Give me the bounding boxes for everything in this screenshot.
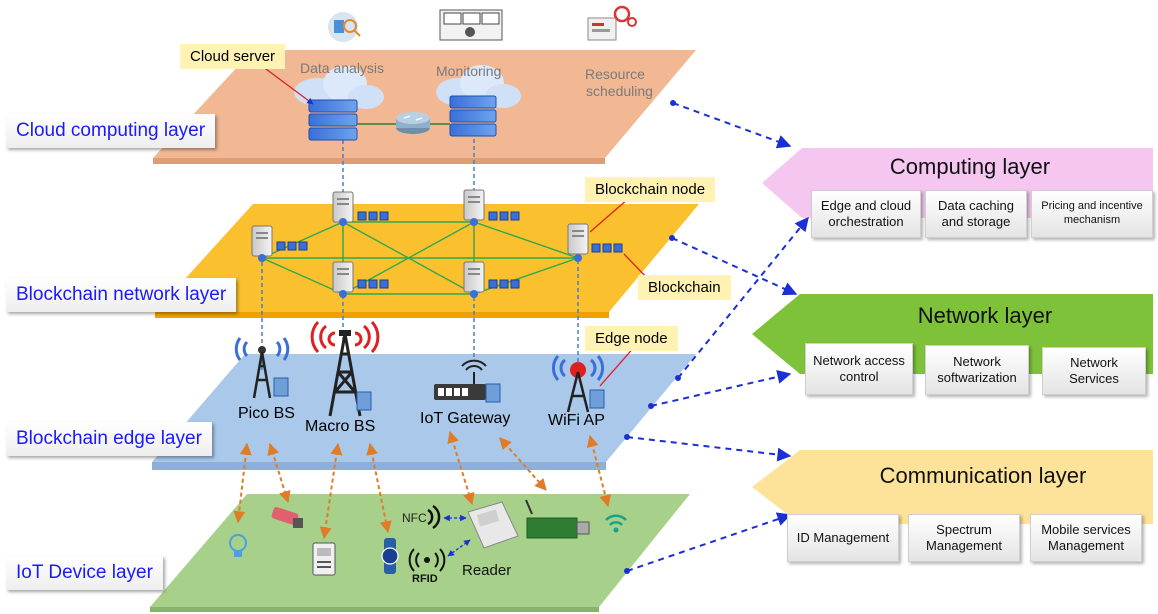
computing-item-caching: Data caching and storage	[925, 190, 1027, 238]
blockchain-node-3	[251, 225, 273, 262]
layer-mapping-links	[624, 100, 809, 574]
cloud-server-callout: Cloud server	[180, 44, 286, 69]
smart-meter-icon	[312, 542, 336, 576]
light-bulb-icon	[229, 534, 247, 557]
rfid-label: RFID	[412, 573, 438, 585]
resource-scheduling-label-line1: Resource	[585, 66, 645, 82]
iot-gateway-icon	[434, 359, 501, 403]
computing-item-orchestration: Edge and cloud orchestration	[811, 190, 921, 238]
vertical-connectors	[261, 118, 579, 370]
wifi-ap-icon	[551, 355, 605, 413]
resource-scheduling-label-line2: scheduling	[586, 83, 653, 99]
blockchain-callout: Blockchain	[638, 275, 731, 300]
edge-node-callout: Edge node	[585, 326, 678, 351]
rfid-icon: RFID	[408, 548, 446, 585]
router-icon	[396, 112, 430, 134]
blockchain-node-6	[463, 261, 485, 298]
nfc-icon: NFC	[402, 504, 441, 530]
iot-device-layer-label: IoT Device layer	[6, 556, 163, 590]
wireless-links	[233, 430, 612, 540]
blockchain-node-callout: Blockchain node	[585, 177, 716, 202]
network-item-softwarization: Network softwarization	[925, 345, 1029, 395]
wifi-signal-icon	[605, 514, 627, 533]
macro-bs-icon	[310, 320, 380, 417]
network-layer-title: Network layer	[917, 303, 1053, 328]
computing-item-pricing: Pricing and incentive mechanism	[1031, 190, 1153, 238]
monitoring-icon	[439, 9, 503, 41]
blockchain-blocks	[276, 211, 623, 289]
communication-item-id: ID Management	[787, 514, 899, 562]
edge-node-pointer	[599, 344, 637, 387]
pico-bs-label: Pico BS	[238, 405, 295, 422]
computing-layer-title: Computing layer	[889, 154, 1051, 179]
blockchain-node-2	[463, 189, 485, 226]
cloud-computing-layer-label: Cloud computing layer	[6, 114, 216, 148]
communication-layer-panel	[752, 450, 1153, 524]
cloud-computing-plane	[153, 50, 696, 164]
blockchain-node-pointer	[589, 198, 629, 233]
nfc-label: NFC	[402, 511, 427, 525]
network-item-services: Network Services	[1042, 347, 1146, 395]
blockchain-servers	[251, 189, 589, 298]
blockchain-node-5	[332, 261, 354, 298]
macro-bs-label: Macro BS	[305, 418, 376, 435]
communication-item-mobile: Mobile services Management	[1030, 514, 1142, 562]
blockchain-network-layer-label: Blockchain network layer	[6, 278, 237, 312]
iot-gateway-label: IoT Gateway	[420, 410, 511, 427]
cloud-server-right	[436, 65, 521, 137]
reader-icon	[467, 501, 519, 549]
smartwatch-icon	[381, 538, 399, 574]
reader-label: Reader	[462, 562, 511, 579]
blockchain-edge-layer-label: Blockchain edge layer	[6, 422, 212, 456]
communication-layer-title: Communication layer	[879, 463, 1087, 488]
blockchain-node-1	[332, 191, 354, 226]
data-analysis-icon	[328, 12, 361, 42]
data-analysis-label: Data analysis	[300, 60, 385, 76]
blockchain-network-plane	[155, 204, 699, 318]
monitoring-label: Monitoring	[436, 63, 502, 79]
communication-item-spectrum: Spectrum Management	[908, 514, 1020, 562]
network-item-access-control: Network access control	[805, 343, 913, 395]
security-camera-icon	[271, 507, 303, 528]
pico-bs-icon	[234, 337, 290, 399]
usb-dongle-icon	[525, 499, 590, 539]
cloud-server-left	[294, 66, 384, 141]
wifi-ap-label: WiFi AP	[548, 412, 605, 429]
blockchain-node-4	[567, 223, 589, 262]
resource-scheduling-icon	[587, 5, 637, 41]
cloud-server-pointer	[261, 65, 314, 105]
rfid-reader-link	[447, 539, 471, 557]
